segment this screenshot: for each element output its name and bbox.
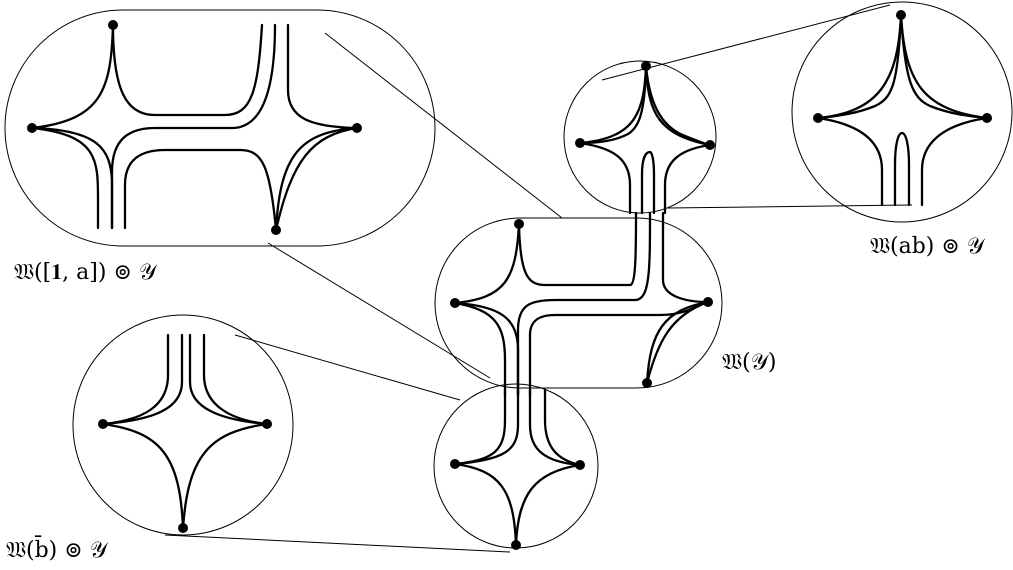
main-node-bottom (642, 378, 652, 388)
product-small-node-top (641, 61, 651, 71)
connector-inverse-bottom (164, 534, 511, 553)
connector-inverse-top (234, 334, 461, 401)
main-picture-outline (434, 217, 723, 389)
connector-commutator-top (324, 32, 563, 219)
product-small-web (575, 61, 715, 215)
product-small-node-left (575, 138, 585, 148)
product-large-node-left (813, 113, 823, 123)
inverse-small-node-right (575, 460, 585, 470)
label-commutator: 𝔚([𝟏, a]) ⊚ 𝒴 (14, 260, 157, 285)
inverse-small-node-bottom (511, 540, 521, 550)
product-small-node-right (705, 140, 715, 150)
label-inverse: 𝔚(b̄) ⊚ 𝒴 (6, 538, 107, 563)
commutator-web (27, 20, 362, 235)
product-large-circle (791, 1, 1013, 223)
inverse-large-node-right (262, 419, 272, 429)
main-node-top (514, 219, 524, 229)
connector-commutator-bottom (267, 242, 491, 379)
inverse-large-node-bottom (178, 523, 188, 533)
commutator-node-right (352, 123, 362, 133)
connector-product-bottom (667, 204, 913, 209)
label-main: 𝔚(𝒴) (722, 350, 777, 375)
main-web (450, 211, 713, 397)
product-large-web (813, 10, 992, 207)
label-product: 𝔚(ab) ⊚ 𝒴 (870, 234, 985, 259)
commutator-node-left (27, 123, 37, 133)
commutator-inset-outline (4, 9, 436, 247)
product-large-node-top (896, 10, 906, 20)
commutator-node-bottom (271, 225, 281, 235)
inverse-small-node-left (450, 459, 460, 469)
commutator-node-top (108, 20, 118, 30)
inverse-large-web (98, 333, 272, 533)
connector-lines (164, 4, 913, 553)
inverse-large-node-left (98, 419, 108, 429)
inverse-small-web (450, 388, 585, 550)
main-node-right (703, 297, 713, 307)
product-large-node-right (982, 113, 992, 123)
inverse-large-circle (72, 314, 294, 536)
product-small-circle (563, 60, 717, 214)
main-node-left (450, 298, 460, 308)
